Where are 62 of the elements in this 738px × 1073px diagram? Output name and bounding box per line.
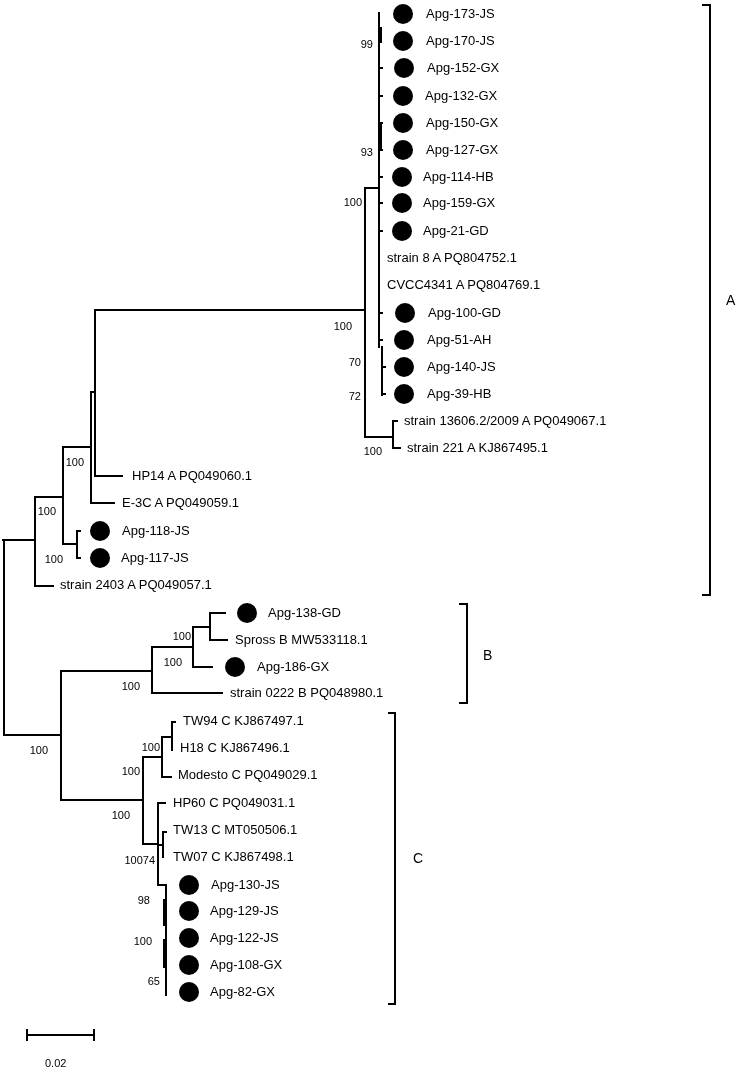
taxon-label: Apg-108-GX [210,957,283,973]
clade-label: B [483,647,493,663]
taxon-label: Apg-173-JS [426,6,495,22]
taxon-label: strain 8 A PQ804752.1 [387,250,518,266]
taxon-label: CVCC4341 A PQ804769.1 [387,277,541,293]
bootstrap-value: 100 [163,656,182,669]
taxon-label: strain 2403 A PQ049057.1 [60,577,212,593]
bootstrap-value: 100 [44,553,63,566]
taxon-label: Apg-39-HB [427,386,492,402]
bootstrap-value: 100 [29,744,48,757]
bootstrap-value: 100 [141,741,160,754]
scale-value: 0.02 [45,1057,67,1070]
taxon-label: Apg-117-JS [121,550,189,566]
bootstrap-value: 100 [172,630,191,643]
bootstrap-value: 100 [121,765,140,778]
bootstrap-value: 10074 [124,854,155,867]
bootstrap-value: 100 [37,505,56,518]
taxon-label: Apg-140-JS [427,359,496,375]
bootstrap-value: 100 [333,320,352,333]
taxon-label: Apg-159-GX [423,195,496,211]
taxon-label: TW94 C KJ867497.1 [183,713,304,729]
bootstrap-value: 99 [360,38,373,51]
taxon-label: Modesto C PQ049029.1 [178,767,318,783]
taxon-label: Apg-150-GX [426,115,499,131]
bootstrap-value: 98 [137,894,150,907]
taxon-label: Spross B MW533118.1 [235,632,368,648]
taxon-label: Apg-138-GD [268,605,341,621]
taxon-label: E-3C A PQ049059.1 [122,495,240,511]
bootstrap-value: 100 [65,456,84,469]
taxon-label: strain 221 A KJ867495.1 [407,440,548,456]
bootstrap-value: 100 [363,445,382,458]
bootstrap-value: 72 [348,390,361,403]
taxon-label: Apg-114-HB [423,169,494,185]
taxon-label: strain 0222 B PQ048980.1 [230,685,384,701]
taxon-label: Apg-129-JS [210,903,279,919]
bootstrap-value: 65 [147,975,160,988]
taxon-label: Apg-130-JS [211,877,280,893]
taxon-label: Apg-118-JS [122,523,190,539]
taxon-label: Apg-100-GD [428,305,501,321]
taxon-label: Apg-21-GD [423,223,489,239]
taxon-label: Apg-170-JS [426,33,495,49]
taxon-label: HP14 A PQ049060.1 [132,468,252,484]
clade-label: A [726,292,736,308]
bootstrap-value: 93 [360,146,373,159]
taxon-label: Apg-82-GX [210,984,276,1000]
bootstrap-value: 100 [343,196,362,209]
taxon-label: Apg-51-AH [427,332,492,348]
taxon-label: TW07 C KJ867498.1 [173,849,294,865]
taxon-label: H18 C KJ867496.1 [180,740,290,756]
bootstrap-value: 100 [133,935,152,948]
taxon-label: Apg-152-GX [427,60,500,76]
taxon-label: Apg-132-GX [425,88,498,104]
taxon-label: strain 13606.2/2009 A PQ049067.1 [404,413,607,429]
bootstrap-value: 100 [121,680,140,693]
bootstrap-value: 70 [348,356,361,369]
bootstrap-value: 100 [111,809,130,822]
taxon-label: Apg-122-JS [210,930,279,946]
taxon-label: Apg-186-GX [257,659,330,675]
taxon-label: Apg-127-GX [426,142,499,158]
taxon-label: TW13 C MT050506.1 [173,822,298,838]
clade-label: C [413,850,424,866]
taxon-label: HP60 C PQ049031.1 [173,795,296,811]
